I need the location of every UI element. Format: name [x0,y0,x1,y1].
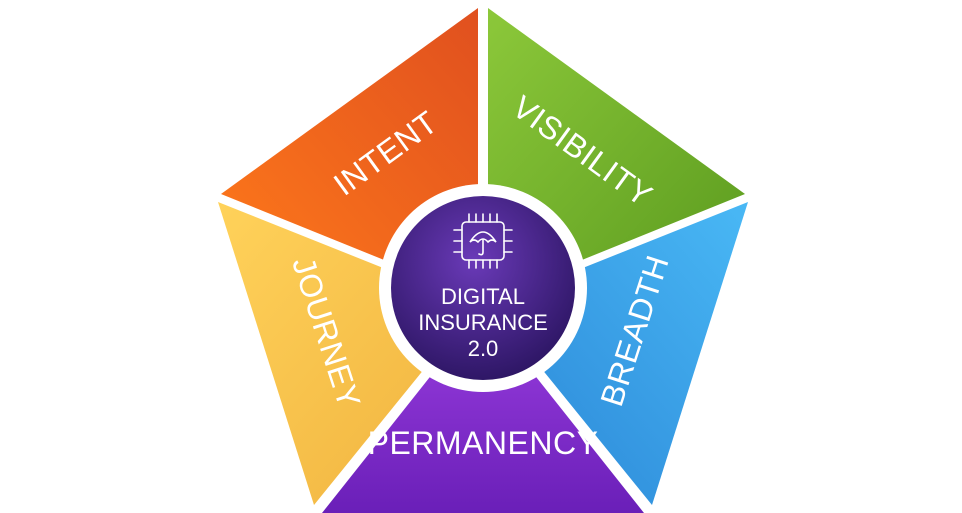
segment-breadth [490,202,748,505]
hub-title-line-3: 2.0 [468,336,499,361]
hub-title-line-2: INSURANCE [418,310,548,335]
segment-permanency [322,310,644,513]
hub-title-line-1: DIGITAL [441,284,525,309]
segment-journey [218,202,476,505]
hub-circle [391,196,575,380]
umbrella-chip-icon [453,213,513,269]
segment-label-permanency: PERMANENCY [368,425,599,461]
